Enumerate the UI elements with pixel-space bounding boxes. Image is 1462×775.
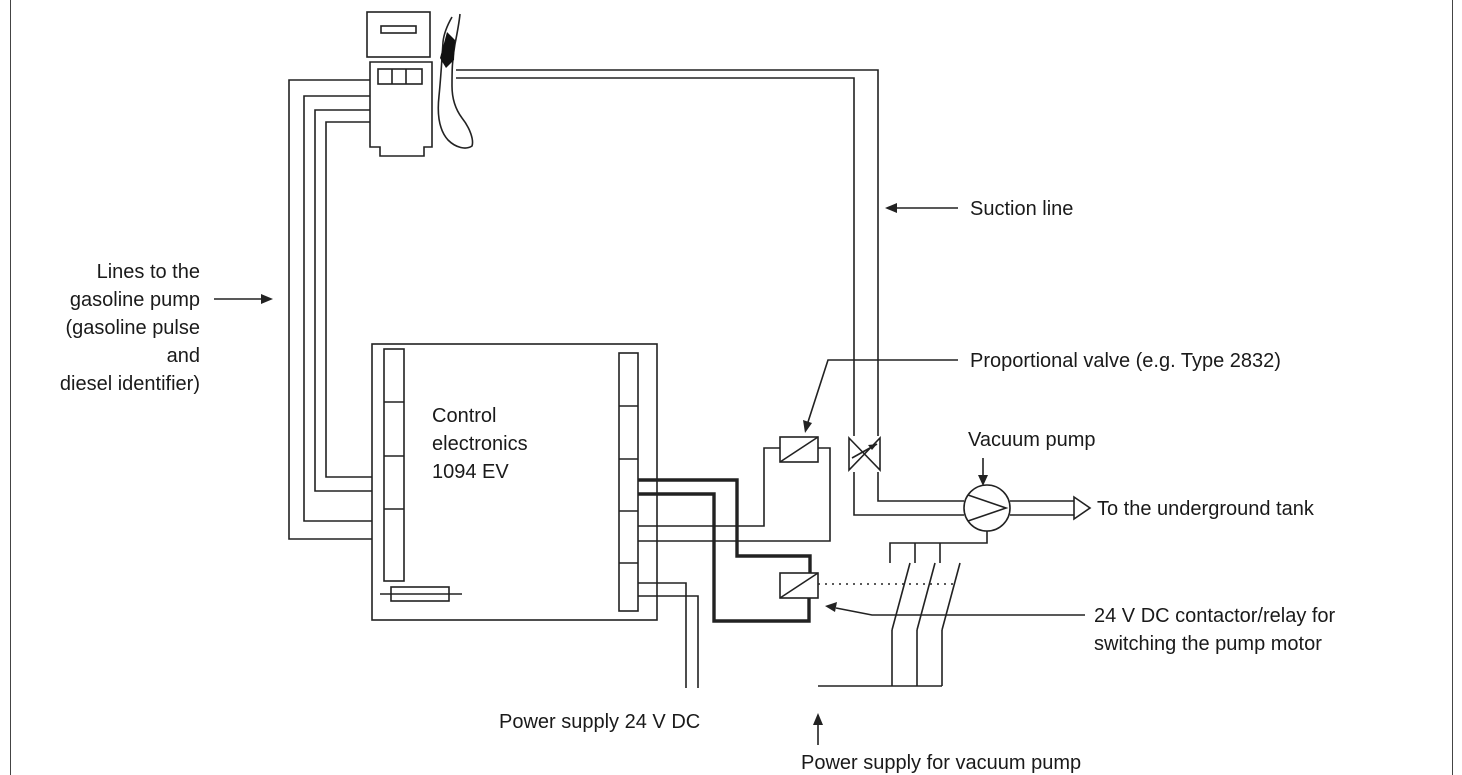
gasoline-pump-icon bbox=[366, 11, 433, 157]
relay-coil-symbol bbox=[779, 572, 956, 599]
pipe-to-tank bbox=[853, 472, 1092, 521]
label-power-supply-24v: Power supply 24 V DC bbox=[499, 711, 700, 733]
label-lines-to-pump-5: diesel identifier) bbox=[60, 373, 200, 395]
label-control-electronics: Control electronics 1094 EV bbox=[432, 405, 528, 483]
label-underground-tank: To the underground tank bbox=[1097, 498, 1315, 520]
vacuum-pump-symbol bbox=[963, 484, 1011, 532]
fuel-nozzle-icon bbox=[437, 13, 474, 149]
label-contactor-1: 24 V DC contactor/relay for bbox=[1094, 605, 1336, 627]
control-electronics-box bbox=[371, 343, 658, 621]
motor-wiring bbox=[818, 531, 988, 687]
diagram-frame bbox=[10, 0, 1453, 775]
label-control-electronics-1: Control bbox=[432, 405, 496, 427]
suction-line bbox=[456, 69, 879, 450]
fuse-symbol bbox=[380, 586, 462, 602]
label-suction-line: Suction line bbox=[970, 198, 1073, 220]
label-lines-to-pump-3: (gasoline pulse bbox=[65, 317, 200, 339]
label-proportional-valve: Proportional valve (e.g. Type 2832) bbox=[970, 350, 1281, 372]
label-control-electronics-2: electronics bbox=[432, 433, 528, 455]
label-contactor-2: switching the pump motor bbox=[1094, 633, 1322, 655]
label-lines-to-pump-1: Lines to the bbox=[97, 261, 200, 283]
label-lines-to-pump-4: and bbox=[167, 345, 200, 367]
pointer-arrows bbox=[214, 203, 1085, 745]
label-lines-to-pump-2: gasoline pump bbox=[70, 289, 200, 311]
label-lines-to-pump: Lines to the gasoline pump (gasoline pul… bbox=[60, 261, 200, 395]
proportional-valve-symbol bbox=[779, 436, 882, 472]
label-control-electronics-3: 1094 EV bbox=[432, 461, 509, 483]
label-power-supply-vacuum: Power supply for vacuum pump bbox=[801, 752, 1081, 774]
relay-control-wires bbox=[638, 478, 812, 623]
power-supply-24v-wires bbox=[638, 582, 699, 688]
label-vacuum-pump: Vacuum pump bbox=[968, 429, 1095, 451]
valve-control-wires bbox=[638, 447, 831, 542]
signal-lines-to-pump bbox=[288, 79, 384, 540]
label-contactor: 24 V DC contactor/relay for switching th… bbox=[1094, 605, 1336, 655]
